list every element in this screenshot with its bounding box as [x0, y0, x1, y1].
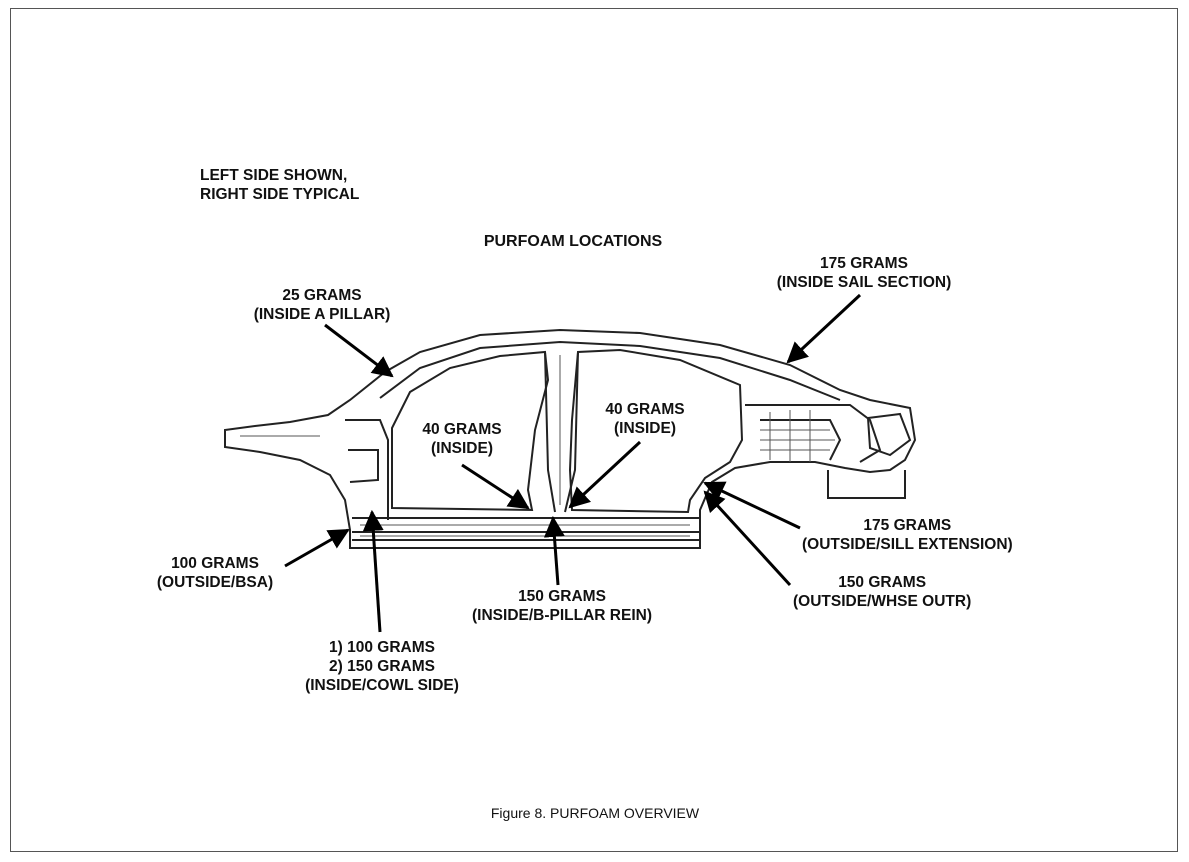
callout-a-pillar: 25 GRAMS (INSIDE A PILLAR) [254, 286, 391, 324]
callout-b-pillar-grams: 150 GRAMS [518, 588, 606, 605]
callout-cowl-grams-2: 2) 150 GRAMS [329, 658, 435, 675]
figure-caption: Figure 8. PURFOAM OVERVIEW [490, 805, 700, 821]
callout-rear-door-location: (INSIDE) [614, 420, 676, 437]
callout-sail-grams: 175 GRAMS [820, 255, 908, 272]
arrow-rear-door-inside [568, 440, 642, 509]
view-note: LEFT SIDE SHOWN, RIGHT SIDE TYPICAL [200, 166, 359, 204]
callout-front-door-grams: 40 GRAMS [422, 421, 502, 438]
callout-a-pillar-location: (INSIDE A PILLAR) [253, 306, 391, 323]
arrow-sail [786, 293, 862, 364]
callout-front-door-inside: 40 GRAMS (INSIDE) [422, 420, 501, 458]
callout-sill-extension: 175 GRAMS (OUTSIDE/SILL EXTENSION) [802, 516, 1013, 554]
callout-bsa: 100 GRAMS (OUTSIDE/BSA) [157, 554, 273, 592]
callout-sail-location: (INSIDE SAIL SECTION) [776, 274, 952, 291]
arrow-bsa [284, 528, 350, 568]
callout-cowl-location: (INSIDE/COWL SIDE) [305, 677, 459, 694]
callout-b-pillar-location: (INSIDE/B-PILLAR REIN) [472, 607, 652, 624]
arrow-front-door-inside [461, 463, 530, 510]
arrow-a-pillar [324, 323, 394, 378]
arrow-cowl-side [362, 509, 384, 633]
view-note-line1: LEFT SIDE SHOWN, [200, 167, 348, 184]
callout-sill-grams: 175 GRAMS [863, 517, 952, 534]
callout-rear-door-grams: 40 GRAMS [605, 401, 685, 418]
callout-cowl-side: 1) 100 GRAMS 2) 150 GRAMS (INSIDE/COWL S… [305, 638, 459, 695]
leader-arrows [284, 293, 862, 633]
callout-front-door-location: (INSIDE) [431, 440, 493, 457]
arrow-whse-outr [703, 490, 792, 587]
figure-frame [10, 8, 1178, 852]
callout-a-pillar-grams: 25 GRAMS [282, 287, 362, 304]
callout-cowl-grams-1: 1) 100 GRAMS [329, 639, 435, 656]
callout-b-pillar-rein: 150 GRAMS (INSIDE/B-PILLAR REIN) [472, 587, 652, 625]
diagram-title: PURFOAM LOCATIONS [483, 233, 663, 250]
callout-sail: 175 GRAMS (INSIDE SAIL SECTION) [777, 254, 952, 292]
callout-bsa-location: (OUTSIDE/BSA) [156, 574, 274, 591]
callout-sill-location: (OUTSIDE/SILL EXTENSION) [802, 536, 1013, 553]
callout-whse-outr: 150 GRAMS (OUTSIDE/WHSE OUTR) [793, 573, 971, 611]
body-detail-lines [240, 355, 835, 537]
view-note-line2: RIGHT SIDE TYPICAL [200, 186, 360, 203]
callout-rear-door-inside: 40 GRAMS (INSIDE) [605, 400, 684, 438]
callout-whse-grams: 150 GRAMS [838, 574, 927, 591]
callout-whse-location: (OUTSIDE/WHSE OUTR) [793, 593, 972, 610]
callout-bsa-grams: 100 GRAMS [171, 555, 259, 572]
body-side-outline [224, 328, 917, 549]
arrow-b-pillar-rein [543, 515, 565, 586]
